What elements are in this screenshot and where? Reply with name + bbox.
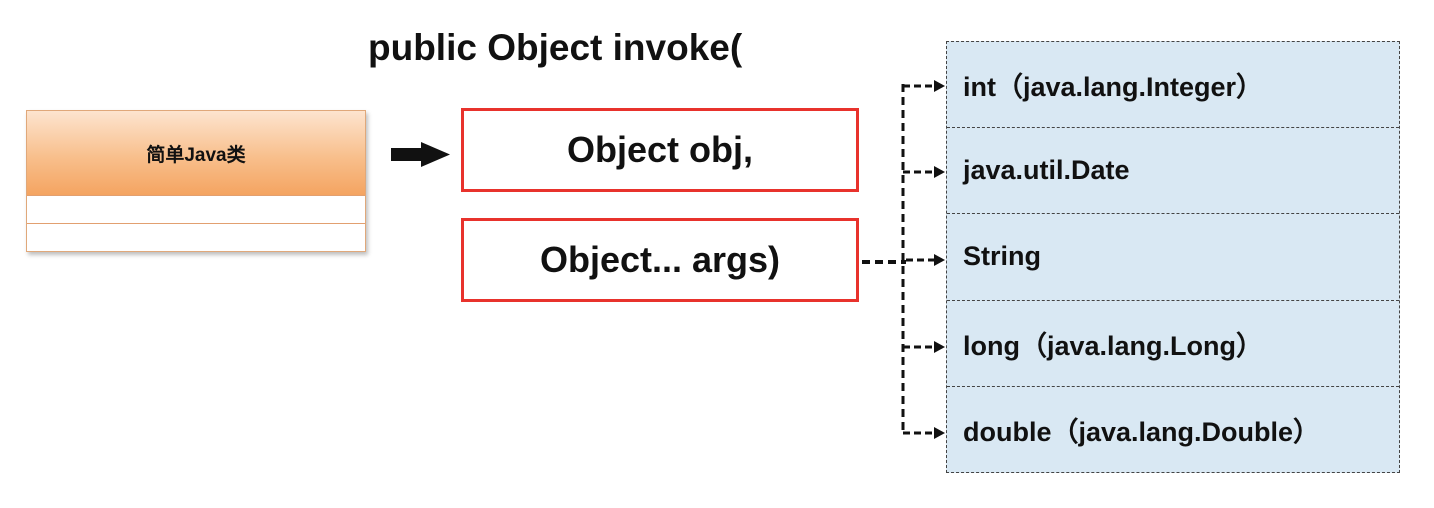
type-row-string: String <box>947 214 1399 301</box>
type-row-long: long（java.lang.Long） <box>947 301 1399 387</box>
arrowhead-icon <box>934 80 945 92</box>
type-row-double: double（java.lang.Double） <box>963 417 1321 448</box>
type-row-date: java.util.Date <box>947 128 1399 215</box>
solid-arrow-icon <box>391 142 450 167</box>
arrowheads <box>934 80 945 439</box>
simple-java-class-box: 简单Java类 <box>26 110 366 252</box>
class-name-header: 简单Java类 <box>27 111 365 196</box>
type-row-int: int（java.lang.Integer） <box>947 42 1399 129</box>
arrowhead-icon <box>934 166 945 178</box>
class-methods-compartment <box>27 224 365 250</box>
arrowhead-icon <box>934 341 945 353</box>
method-signature-title: public Object invoke( <box>368 27 743 68</box>
dashed-connector <box>862 84 936 435</box>
argument-types-list: int（java.lang.Integer） java.util.Date St… <box>946 41 1400 473</box>
class-attributes-compartment <box>27 196 365 224</box>
arrowhead-icon <box>934 254 945 266</box>
param-obj-box: Object obj, <box>461 108 859 192</box>
param-args-box: Object... args) <box>461 218 859 302</box>
arrowhead-icon <box>934 427 945 439</box>
